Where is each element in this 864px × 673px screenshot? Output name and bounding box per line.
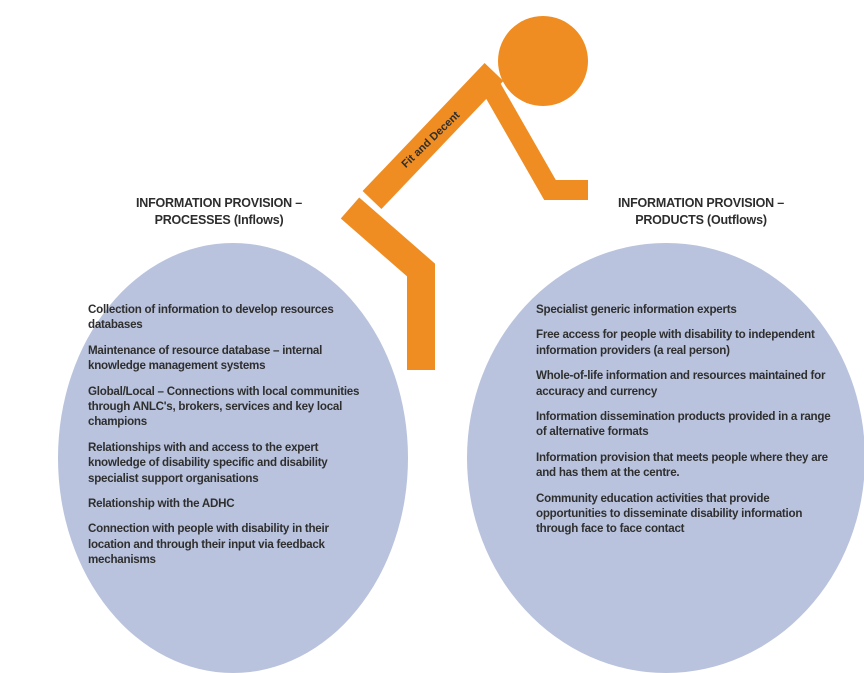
list-item: Specialist generic information experts (536, 303, 737, 316)
person-figure: Fit and Decent (340, 16, 588, 370)
list-item: Information dissemination products provi… (536, 410, 831, 439)
outflows-circle (467, 243, 864, 673)
inflows-heading: INFORMATION PROVISION – PROCESSES (Inflo… (135, 196, 302, 227)
person-arm (478, 75, 588, 200)
outflows-heading: INFORMATION PROVISION – PRODUCTS (Outflo… (617, 196, 784, 227)
list-item: Relationships with and access to the exp… (88, 440, 328, 485)
list-item: Collection of information to develop res… (88, 303, 334, 332)
list-item: Whole-of-life information and resources … (536, 369, 826, 398)
list-item: Global/Local – Connections with local co… (88, 384, 360, 429)
list-item: Relationship with the ADHC (88, 497, 235, 511)
person-torso (362, 63, 504, 209)
inflows-list: Collection of information to develop res… (88, 302, 373, 578)
person-leg (340, 197, 435, 370)
list-item: Connection with people with disability i… (88, 522, 329, 567)
list-item: Information provision that meets people … (536, 450, 828, 480)
figure-label: Fit and Decent (400, 109, 463, 171)
list-item: Maintenance of resource database – inter… (88, 343, 323, 373)
list-item: Free access for people with disability t… (536, 328, 815, 357)
outflows-list: Specialist generic information experts F… (536, 302, 838, 547)
inflows-circle (58, 243, 408, 673)
list-item: Community education activities that prov… (536, 491, 803, 536)
person-head-icon (498, 16, 588, 106)
cycling-diagram: Fit and Decent INFORMATION PROVISION – P… (58, 16, 864, 673)
